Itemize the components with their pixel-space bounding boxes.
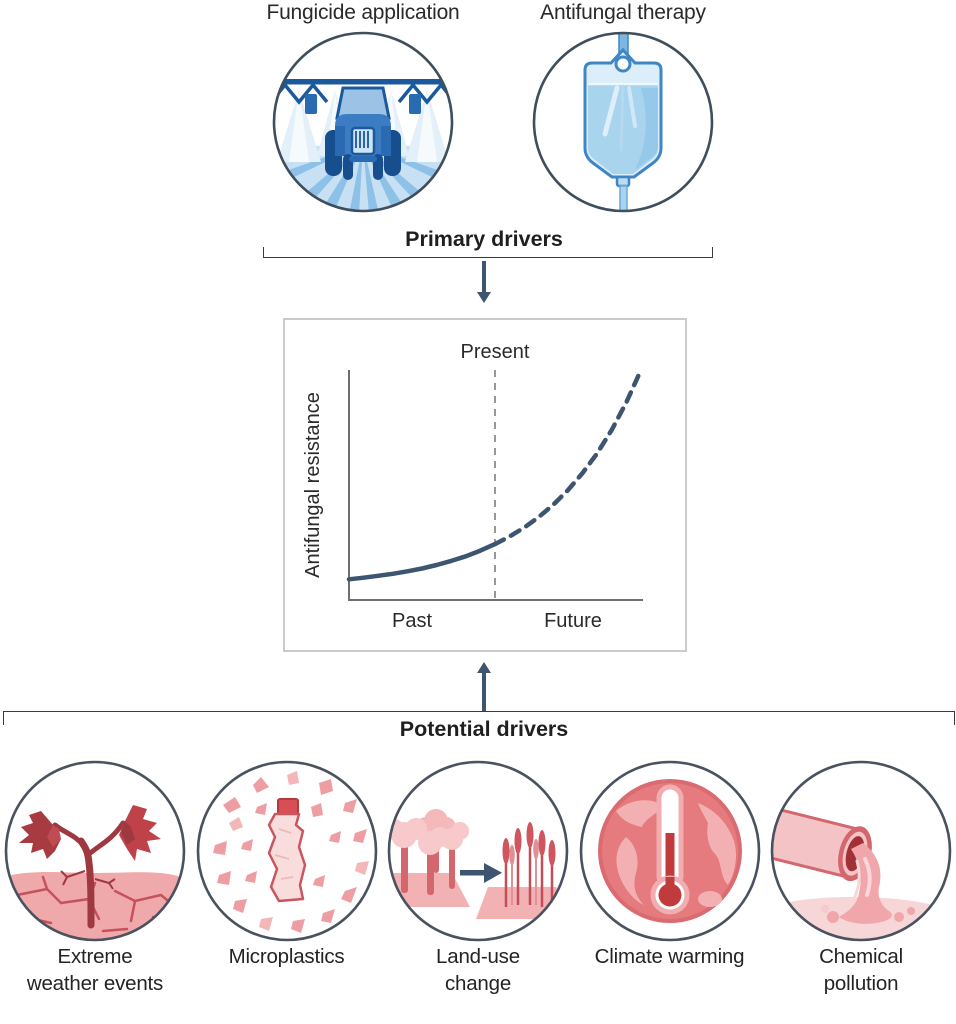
chart-axes bbox=[348, 370, 643, 601]
down-arrow-icon bbox=[476, 292, 491, 303]
fungicide-sprayer-icon bbox=[271, 30, 455, 214]
chart-past-label: Past bbox=[392, 610, 432, 632]
antifungal-therapy-label: Antifungal therapy bbox=[540, 1, 706, 24]
deforestation-to-cropland-icon bbox=[386, 759, 570, 943]
chart-present-label: Present bbox=[461, 341, 530, 363]
primary-drivers-bracket bbox=[263, 247, 713, 258]
potential-drivers-bracket bbox=[3, 711, 955, 725]
resistance-chart: Present Antifungal resistance Past Futur… bbox=[283, 318, 687, 652]
wilted-tree-drought-icon bbox=[3, 759, 187, 943]
chart-curve-observed bbox=[346, 541, 498, 582]
chemical-pollution-label: Chemical pollution bbox=[819, 945, 903, 995]
chart-curve-projected bbox=[492, 367, 644, 547]
up-arrow-icon bbox=[476, 662, 491, 673]
chart-future-label: Future bbox=[544, 610, 602, 632]
down-arrow-line bbox=[482, 261, 486, 292]
up-arrow-line bbox=[482, 672, 486, 711]
potential-drivers-title: Potential drivers bbox=[399, 717, 569, 741]
microplastics-label: Microplastics bbox=[228, 945, 345, 968]
chart-y-axis-label: Antifungal resistance bbox=[302, 392, 324, 578]
primary-drivers-title: Primary drivers bbox=[405, 227, 563, 251]
globe-thermometer-icon bbox=[578, 759, 762, 943]
fungicide-application-label: Fungicide application bbox=[266, 1, 460, 24]
climate-warming-label: Climate warming bbox=[594, 945, 745, 968]
plastic-bottle-fragments-icon bbox=[195, 759, 379, 943]
extreme-weather-events-label: Extreme weather events bbox=[26, 945, 164, 995]
land-use-change-label: Land-use change bbox=[436, 945, 520, 995]
iv-bag-icon bbox=[531, 30, 715, 214]
pipe-effluent-icon bbox=[769, 759, 953, 943]
